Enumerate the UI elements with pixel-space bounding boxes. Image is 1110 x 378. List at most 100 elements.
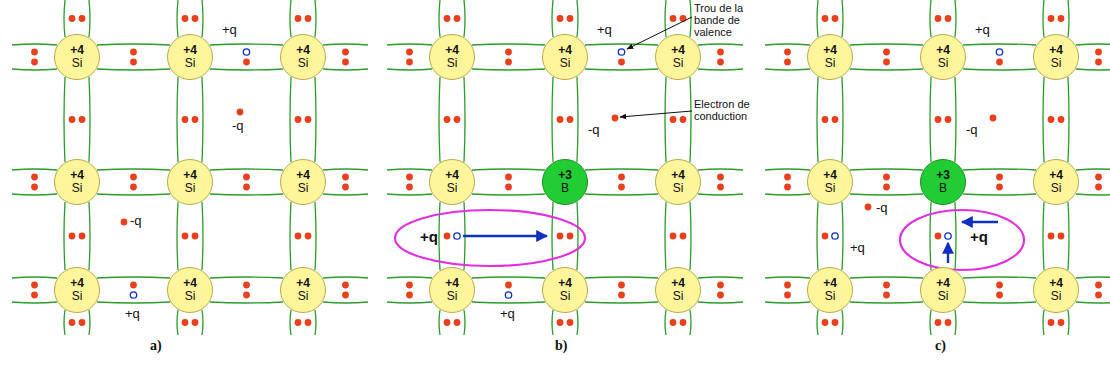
bond-line — [439, 77, 440, 162]
silicon-atom: +4Si — [807, 159, 853, 205]
electron-dot — [342, 49, 349, 56]
charge-label: +4 — [1049, 44, 1063, 57]
silicon-atom: +4Si — [429, 267, 475, 313]
electron-dot — [305, 116, 312, 123]
electron-dot — [406, 292, 413, 299]
bond-line — [955, 310, 956, 335]
bond-line — [585, 302, 658, 303]
bond-line — [765, 194, 810, 195]
bond-line — [464, 310, 465, 335]
bond-line — [955, 0, 956, 37]
bond-line — [210, 169, 283, 170]
electron-dot — [717, 49, 724, 56]
bond-line — [963, 302, 1036, 303]
electron-dot — [883, 49, 890, 56]
bond-line — [202, 202, 203, 270]
charge-label: +q — [125, 306, 140, 322]
electron-dot — [784, 292, 791, 299]
electron-dot — [996, 59, 1003, 66]
electron-dot — [505, 282, 512, 289]
electron-dot — [406, 59, 413, 66]
bond-line — [12, 169, 57, 170]
bond-line — [210, 194, 283, 195]
electron-dot — [1058, 15, 1065, 22]
electron-dot — [31, 184, 38, 191]
bond-line — [177, 0, 178, 37]
electron-dot — [1095, 59, 1102, 66]
electron-dot — [865, 204, 872, 211]
electron-dot — [883, 59, 890, 66]
electron-dot — [79, 116, 86, 123]
electron-dot — [717, 59, 724, 66]
bond-line — [577, 310, 578, 335]
bond-line — [323, 277, 368, 278]
bond-line — [12, 69, 57, 70]
bond-line — [12, 194, 57, 195]
silicon-atom: +4Si — [655, 267, 701, 313]
electron-dot — [406, 174, 413, 181]
electron-dot — [670, 15, 677, 22]
electron-dot — [406, 282, 413, 289]
bond-line — [690, 77, 691, 162]
electron-dot — [505, 184, 512, 191]
electron-dot — [996, 282, 1003, 289]
electron-dot — [454, 319, 461, 326]
charge-label: +q — [500, 306, 515, 322]
charge-label: +q — [975, 22, 990, 38]
bond-line — [387, 194, 432, 195]
electron-dot — [295, 116, 302, 123]
electron-dot — [192, 116, 199, 123]
electron-dot — [182, 319, 189, 326]
bond-line — [1068, 0, 1069, 37]
electron-dot — [822, 15, 829, 22]
electron-dot — [69, 233, 76, 240]
electron-dot — [295, 319, 302, 326]
bond-line — [930, 0, 931, 37]
bond-line — [585, 169, 658, 170]
charge-label: +4 — [823, 44, 837, 57]
electron-dot — [618, 184, 625, 191]
bond-line — [290, 202, 291, 270]
bond-line — [97, 69, 170, 70]
silicon-atom: +4Si — [280, 159, 326, 205]
electron-dot — [130, 59, 137, 66]
bond-line — [765, 302, 810, 303]
panel-letter: c) — [935, 338, 946, 354]
boron-atom: +3B — [542, 159, 588, 205]
electron-dot — [832, 116, 839, 123]
bond-line — [472, 302, 545, 303]
bond-line — [315, 77, 316, 162]
bond-line — [472, 44, 545, 45]
charge-label: +4 — [823, 277, 837, 290]
electron-dot — [79, 319, 86, 326]
electron-dot — [945, 319, 952, 326]
bond-line — [1043, 310, 1044, 335]
bond-line — [64, 77, 65, 162]
element-symbol: Si — [938, 57, 949, 70]
electron-dot — [182, 116, 189, 123]
electron-dot — [79, 233, 86, 240]
silicon-atom: +4Si — [807, 34, 853, 80]
bond-line — [89, 202, 90, 270]
charge-label: +3 — [558, 169, 572, 182]
electron-dot — [935, 116, 942, 123]
element-symbol: B — [561, 182, 569, 195]
bond-line — [1076, 44, 1110, 45]
bond-line — [290, 0, 291, 37]
bond-line — [577, 202, 578, 270]
electron-dot — [505, 174, 512, 181]
bond-line — [439, 202, 440, 270]
electron-dot — [717, 184, 724, 191]
bond-line — [698, 44, 743, 45]
bond-line — [842, 310, 843, 335]
electron-dot — [567, 116, 574, 123]
bond-line — [842, 0, 843, 37]
bond-line — [690, 0, 691, 37]
electron-dot — [557, 233, 564, 240]
move-arrow — [947, 243, 949, 263]
bond-line — [387, 44, 432, 45]
electron-dot — [342, 184, 349, 191]
bond-line — [850, 169, 923, 170]
element-symbol: Si — [72, 182, 83, 195]
